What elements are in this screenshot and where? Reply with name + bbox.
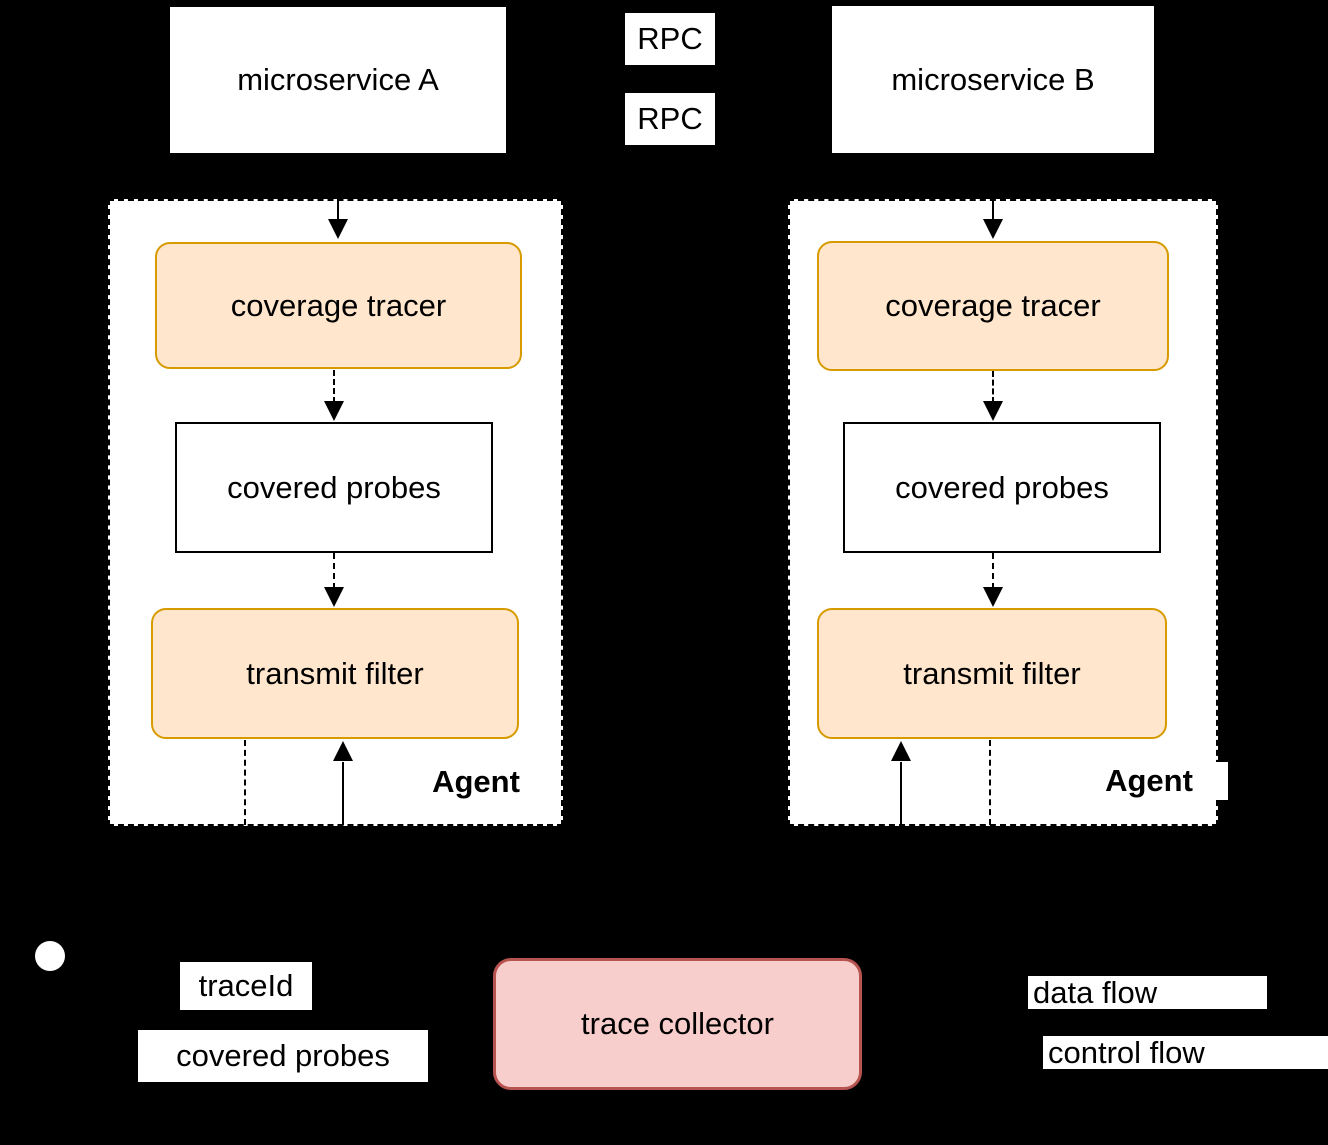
rpc-label-bottom: RPC xyxy=(625,93,715,145)
coverage-tracer-a-node: coverage tracer xyxy=(155,242,522,369)
control-flow-line-filterA-down xyxy=(244,740,246,825)
data-flow-arrow-into-filterB xyxy=(900,762,902,825)
arrow-up-icon xyxy=(891,741,911,761)
microservice-a-label: microservice A xyxy=(237,62,439,98)
arrow-down-icon xyxy=(983,401,1003,421)
data-flow-arrow-msA-to-tracer xyxy=(337,199,339,221)
transmit-filter-b-label: transmit filter xyxy=(903,655,1081,691)
arrow-down-icon xyxy=(324,401,344,421)
covered-probes-a-node: covered probes xyxy=(175,422,493,553)
edge-label-covered-probes: covered probes xyxy=(138,1030,428,1082)
microservice-b-node: microservice B xyxy=(830,4,1156,155)
agent-a-title: Agent xyxy=(416,763,536,801)
control-flow-line-filterB-down xyxy=(989,740,991,825)
trace-collector-label: trace collector xyxy=(581,1006,774,1042)
circle-dot-icon xyxy=(35,941,65,971)
covered-probes-b-label: covered probes xyxy=(895,469,1109,505)
control-flow-arrow-tracerB-to-probes xyxy=(992,371,994,403)
data-flow-arrow-msB-to-tracer xyxy=(992,199,994,221)
transmit-filter-b-node: transmit filter xyxy=(817,608,1167,739)
rpc-label-top: RPC xyxy=(625,13,715,65)
agent-b-title: Agent xyxy=(1070,762,1228,800)
data-flow-arrow-into-filterA xyxy=(342,762,344,825)
coverage-tracer-b-node: coverage tracer xyxy=(817,241,1169,371)
legend-data-flow-label: data flow xyxy=(1028,975,1267,1010)
transmit-filter-a-node: transmit filter xyxy=(151,608,519,739)
coverage-tracer-a-label: coverage tracer xyxy=(230,287,447,323)
microservice-b-label: microservice B xyxy=(891,61,1095,97)
control-flow-arrow-tracerA-to-probes xyxy=(333,370,335,403)
edge-label-traceid: traceId xyxy=(180,962,312,1010)
arrow-down-icon xyxy=(328,219,348,239)
arrow-down-icon xyxy=(983,587,1003,607)
arrow-down-icon xyxy=(324,587,344,607)
microservice-a-node: microservice A xyxy=(168,5,508,155)
covered-probes-a-label: covered probes xyxy=(227,469,441,505)
coverage-tracer-b-label: coverage tracer xyxy=(885,288,1101,324)
trace-collector-node: trace collector xyxy=(493,958,862,1090)
control-flow-arrow-probesA-to-filter xyxy=(333,553,335,589)
covered-probes-b-node: covered probes xyxy=(843,422,1161,553)
legend-control-flow-label: control flow xyxy=(1043,1035,1328,1070)
control-flow-arrow-probesB-to-filter xyxy=(992,553,994,589)
arrow-down-icon xyxy=(983,219,1003,239)
transmit-filter-a-label: transmit filter xyxy=(246,655,424,691)
arrow-up-icon xyxy=(333,741,353,761)
